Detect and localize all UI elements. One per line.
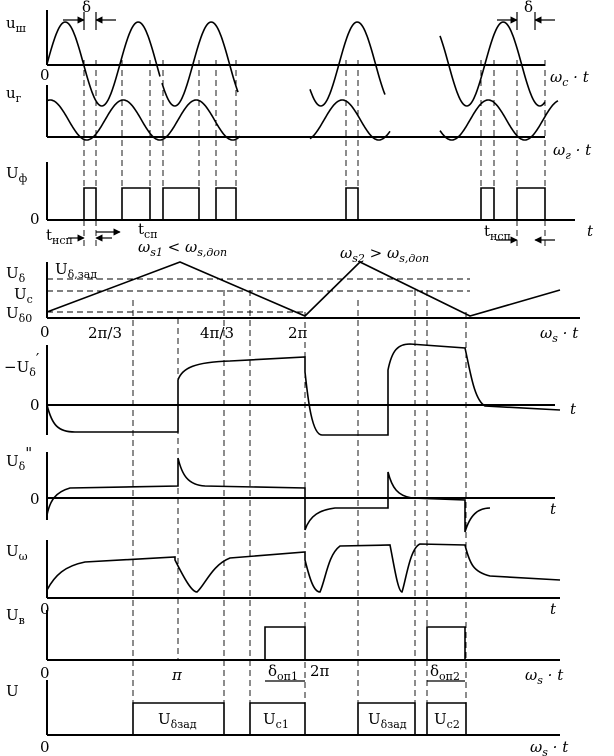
- panel-u-sh: uш 0 δ δ ωc · t: [6, 0, 590, 107]
- zero-label-uw: 0: [40, 600, 50, 618]
- wave-u-g-segment-3: [309, 99, 391, 141]
- label-t-nsp-left: tнсп: [46, 226, 73, 247]
- label-minus-u-delta-prime: −Uδ′: [4, 350, 40, 379]
- label-u-c1: Uc1: [263, 710, 289, 731]
- label-omega-s-t-2: ωs · t: [525, 666, 564, 687]
- label-t-sp: tсп: [138, 220, 158, 241]
- delta-label-right: δ: [524, 0, 533, 16]
- pulse-u-phi-4: [215, 187, 237, 220]
- label-u-omega: Uω: [6, 542, 28, 563]
- label-u-c: Uc: [14, 285, 33, 306]
- vertical-guides: [83, 60, 546, 735]
- zero-label-dd: 0: [30, 490, 40, 508]
- tick-2pi: 2π: [288, 324, 308, 342]
- wave-u-sh-segment-2: [161, 21, 239, 107]
- panel-u-bottom: U 0 Uδзад Uc1 Uδзад Uc2 ωs · t: [6, 680, 569, 756]
- panel-u-delta-dd: Uδ" 0 t: [6, 444, 557, 533]
- wave-u-sh-segment-1: [46, 21, 161, 107]
- zero-label-uv: 0: [40, 664, 50, 682]
- pulse-u-phi-1: [83, 187, 97, 220]
- label-u-sh: uш: [6, 14, 26, 35]
- label-omega-g-t: ωг · t: [553, 141, 592, 162]
- delta-label-left: δ: [82, 0, 91, 16]
- label-omega-s2-cond: ωs2 > ωs,доп: [340, 244, 429, 265]
- pulse-u-c1: [249, 702, 306, 735]
- pulse-u-phi-5: [345, 187, 359, 220]
- label-u-g: uг: [6, 84, 22, 105]
- panel-u-g: uг ωг · t: [6, 84, 592, 162]
- label-omega-s1-cond: ωs1 < ωs,доп: [138, 238, 227, 259]
- wave-u-g-segment-2: [159, 99, 241, 141]
- label-u-dzad-1: Uδзад: [158, 710, 197, 731]
- pulse-u-phi-3: [162, 187, 200, 220]
- wave-u-sh-segment-3: [309, 21, 386, 107]
- panel-u-v: Uв 0 π δоп1 2π δоп2 ωs · t: [6, 606, 564, 687]
- zero-label-dp: 0: [30, 396, 40, 414]
- wave-u-g-segment-1: [46, 99, 160, 141]
- tick-4pi-3: 4π/3: [200, 324, 234, 342]
- label-t-phi: t: [587, 222, 594, 240]
- label-u-delta-dd: Uδ": [6, 444, 32, 473]
- pulse-u-phi-2: [121, 187, 151, 220]
- label-u-v: Uв: [6, 606, 25, 627]
- pulse-u-dzad-1: [132, 702, 225, 735]
- panel-u-phi: Uф 0 t tнсп tсп tнсп ωs1 < ωs,доп ωs2 > …: [6, 162, 594, 265]
- zero-label-tri: 0: [40, 323, 50, 341]
- wave-u-sh-segment-4: [439, 21, 546, 107]
- wave-u-delta: [46, 261, 561, 317]
- panel-u-delta-prime: −Uδ′ 0 t: [4, 343, 577, 436]
- label-delta-op1: δоп1: [268, 662, 298, 683]
- tick-pi: π: [171, 666, 183, 684]
- label-u-delta: Uδ: [6, 264, 26, 285]
- label-omega-c-t: ωc · t: [550, 68, 590, 89]
- panel-u-omega: Uω 0 t: [6, 540, 561, 618]
- pulse-u-dzad-2: [357, 702, 416, 735]
- wave-u-delta-dd: [46, 457, 491, 533]
- label-u-bottom: U: [6, 682, 19, 700]
- pulse-u-phi-7: [516, 187, 546, 220]
- label-t-uw: t: [550, 600, 557, 618]
- wave-u-g-segment-4: [439, 99, 559, 141]
- zero-label-bottom: 0: [40, 738, 50, 756]
- tick-2pi-b: 2π: [310, 662, 330, 680]
- label-u-delta-zad: Uδ,зад: [55, 260, 97, 281]
- pulse-u-v-2: [426, 626, 466, 660]
- label-t-dd: t: [550, 500, 557, 518]
- pulse-u-c2: [426, 702, 467, 735]
- label-omega-s-t-3: ωs · t: [530, 738, 569, 756]
- label-delta-op2: δоп2: [430, 662, 460, 683]
- label-u-c2: Uc2: [434, 710, 460, 731]
- wave-u-delta-prime: [46, 343, 561, 436]
- pulse-u-v-1: [264, 626, 306, 660]
- label-u-dzad-2: Uδзад: [368, 710, 407, 731]
- label-t-dp: t: [570, 400, 577, 418]
- panel-u-delta: Uδ Uδ,зад Uc Uδ0 0 2π/3 4π/3 2π ωs · t: [6, 260, 580, 345]
- pulse-u-phi-6: [480, 187, 495, 220]
- pulses-u-phi: [83, 187, 546, 220]
- zero-label-phi: 0: [30, 210, 40, 228]
- label-u-phi: Uф: [6, 164, 28, 185]
- label-omega-s-t-1: ωs · t: [540, 324, 579, 345]
- label-t-nsp-right: tнсп: [484, 222, 511, 243]
- tick-2pi-3: 2π/3: [88, 324, 122, 342]
- wave-u-omega: [46, 543, 561, 593]
- label-u-delta0: Uδ0: [6, 304, 32, 325]
- zero-label-1: 0: [40, 66, 50, 84]
